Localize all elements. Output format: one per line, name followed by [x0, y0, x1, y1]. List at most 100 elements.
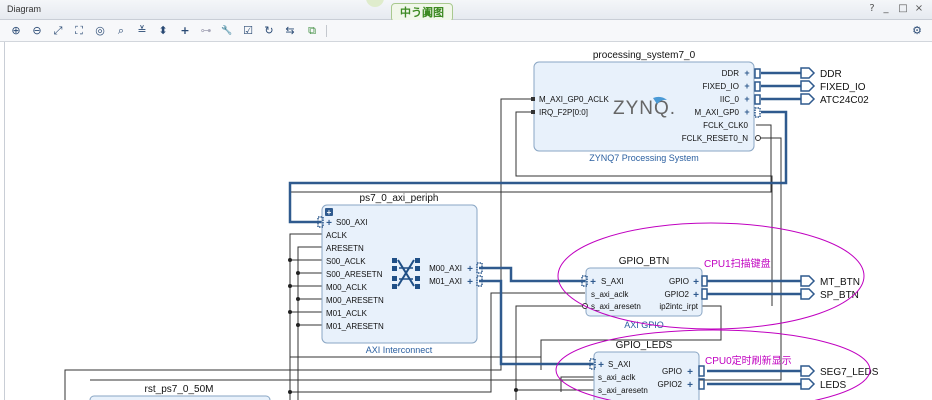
interconnect-port-left: S00_AXI — [336, 218, 368, 227]
ime-overlay-badge[interactable]: 中う阗图 — [391, 3, 453, 22]
add-ip-icon[interactable]: + — [180, 24, 190, 37]
ext-port-arrow-icon — [800, 378, 816, 390]
gpio-leds-port-left: s_axi_aclk — [598, 373, 636, 382]
block-axi-interconnect[interactable]: ps7_0_axi_periph + + S00_AXI ACLK ARESET… — [317, 193, 483, 355]
block-gpio-btn[interactable]: GPIO_BTN + S_AXI s_axi_aclk s_axi_areset… — [581, 256, 708, 330]
port-expand-icon: + — [598, 360, 604, 371]
expand-icon[interactable]: ⬍ — [158, 24, 168, 37]
ps-port-expand-icon: + — [744, 94, 749, 104]
junction-dot — [296, 323, 300, 327]
ps-bus-pin — [754, 81, 761, 92]
fit-selection-icon[interactable]: ⛶ — [75, 24, 83, 37]
ext-port-arrow-icon — [800, 67, 816, 79]
interconnect-block-body — [321, 204, 478, 344]
junction-dot — [296, 297, 300, 301]
ps-port-right: IIC_0 — [720, 95, 740, 104]
net-wires — [64, 98, 782, 400]
gpio-leds-bus-pin — [698, 365, 705, 377]
junction-dot — [288, 310, 292, 314]
ps-port-expand-icon: + — [744, 81, 749, 91]
gpio-leds-bus-pin — [698, 378, 705, 390]
ps-block-type: ZYNQ7 Processing System — [589, 153, 699, 163]
ps-port-expand-icon: + — [744, 107, 749, 117]
annotation-ellipse-cpu1 — [557, 222, 865, 330]
zoom-in-icon[interactable]: ⊕ — [11, 24, 21, 37]
ps-logo-swoosh-icon — [653, 96, 667, 104]
gpio-btn-bus-pin — [701, 275, 708, 287]
block-diagram: processing_system7_0 ZYNQ. M_AXI_GP0_ACL… — [64, 50, 879, 400]
junction-dot — [288, 284, 292, 288]
ps-port-expand-icon: + — [744, 68, 749, 78]
crossbar-icon — [392, 258, 420, 289]
ps-port-right: FIXED_IO — [703, 82, 739, 91]
ps-bus-pin — [754, 107, 761, 118]
ext-port-label: SP_BTN — [820, 290, 859, 301]
window-titlebar: Diagram ? _ □ × — [0, 0, 932, 20]
ext-port-arrow-icon — [800, 288, 816, 300]
interconnect-port-left: M00_ACLK — [326, 283, 368, 292]
ps-instance-name: processing_system7_0 — [593, 50, 696, 61]
refresh-icon[interactable]: ↻ — [264, 24, 274, 37]
interconnect-instance-name: ps7_0_axi_periph — [360, 193, 439, 204]
block-reset[interactable]: rst_ps7_0_50M — [89, 384, 271, 400]
target-icon[interactable]: ◎ — [95, 24, 105, 37]
port-expand-icon: + — [693, 277, 699, 288]
regenerate-icon[interactable]: ⇆ — [285, 24, 295, 37]
ps-reset-pin — [755, 135, 761, 141]
ps-port-left: IRQ_F2P[0:0] — [539, 108, 588, 117]
interconnect-port-left: M00_ARESETN — [326, 296, 384, 305]
collapse-icon[interactable]: ≚ — [137, 24, 147, 37]
ext-port-label: LEDS — [820, 380, 846, 391]
ps-port-left: M_AXI_GP0_ACLK — [539, 95, 609, 104]
junction-dots — [288, 258, 518, 394]
interconnect-port-left: M01_ARESETN — [326, 322, 384, 331]
connect-icon[interactable]: ⊶ — [200, 24, 212, 37]
ps-port-right: DDR — [722, 69, 740, 78]
overlay-decoration — [366, 0, 384, 7]
ext-port-arrow-icon — [800, 275, 816, 287]
gpio-leds-port-left: S_AXI — [608, 360, 631, 369]
zoom-out-icon[interactable]: ⊖ — [32, 24, 42, 37]
debug-icon[interactable]: ⧉ — [308, 24, 316, 37]
annotation-ellipse-cpu0 — [555, 329, 871, 400]
zoom-fit-icon[interactable]: ⤢ — [53, 24, 63, 37]
port-expand-icon: + — [467, 264, 473, 275]
minimize-button[interactable]: _ — [883, 3, 889, 14]
help-button[interactable]: ? — [869, 3, 875, 14]
ext-port-label: FIXED_IO — [820, 82, 866, 93]
port-expand-icon: + — [687, 367, 693, 378]
ps-pin — [531, 110, 535, 114]
restore-button[interactable]: □ — [898, 3, 908, 14]
block-processing-system[interactable]: processing_system7_0 ZYNQ. M_AXI_GP0_ACL… — [531, 50, 761, 163]
bus-m00-axi — [479, 266, 589, 283]
gpio-leds-instance-name: GPIO_LEDS — [616, 340, 673, 351]
gear-icon[interactable]: ⚙ — [912, 24, 922, 37]
wire-irq-loop — [515, 111, 773, 306]
wrench-icon[interactable]: 🔧 — [221, 26, 233, 36]
gpio-leds-port-left: s_axi_aresetn — [598, 386, 648, 395]
search-icon[interactable]: ⌕ — [117, 24, 125, 37]
interconnect-port-left: ARESETN — [326, 244, 364, 253]
diagram-toolbar: ⊕ ⊖ ⤢ ⛶ ◎ ⌕ ≚ ⬍ + ⊶ 🔧 ☑ ↻ ⇆ ⧉ ⚙ — [0, 20, 932, 42]
wire-btn-aresetn — [515, 305, 585, 400]
wire-btn-aclk — [290, 292, 585, 393]
block-gpio-leds[interactable]: GPIO_LEDS + S_AXI s_axi_aclk s_axi_arese… — [589, 340, 705, 400]
diagram-canvas[interactable]: processing_system7_0 ZYNQ. M_AXI_GP0_ACL… — [4, 42, 932, 400]
annotations: CPU1扫描键盘 CPU0定时刷新显示 — [555, 222, 871, 400]
junction-dot — [288, 258, 292, 262]
ext-port-arrow-icon — [800, 80, 816, 92]
window-title: Diagram — [7, 4, 42, 14]
validate-icon[interactable]: ☑ — [243, 24, 253, 37]
gpio-leds-port-right: GPIO2 — [658, 380, 683, 389]
wire-leds-aclk — [560, 376, 595, 392]
interconnect-port-right: M01_AXI — [429, 277, 462, 286]
junction-dot — [288, 390, 292, 394]
port-expand-icon: + — [687, 380, 693, 391]
wire-aclk-trunk — [289, 233, 323, 400]
port-expand-icon: + — [590, 277, 596, 288]
port-expand-icon: + — [326, 218, 332, 229]
interconnect-port-left: ACLK — [326, 231, 348, 240]
close-button[interactable]: × — [914, 3, 924, 14]
wire-aresetn — [297, 246, 323, 400]
external-ports[interactable]: DDR FIXED_IO ATC24C02 MT_BTN SP_BTN SEG7… — [800, 67, 879, 391]
